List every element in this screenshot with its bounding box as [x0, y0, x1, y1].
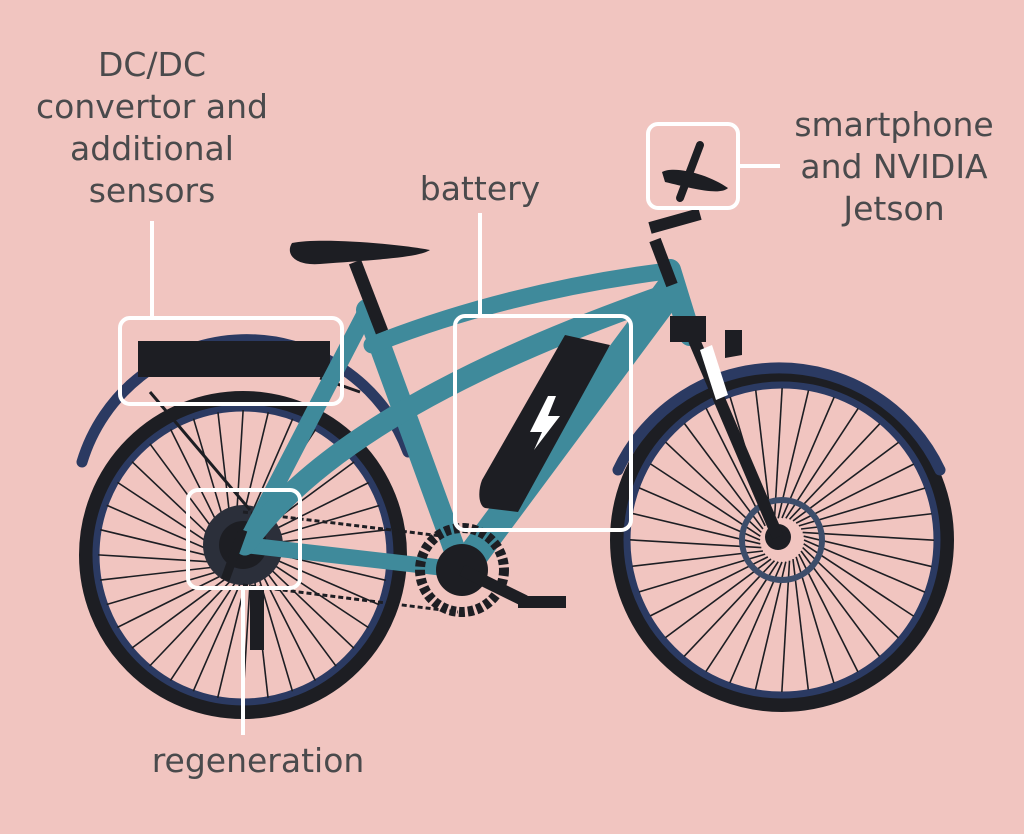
wheel-spoke [106, 504, 222, 556]
wheel-spoke [100, 528, 222, 560]
headset [670, 316, 706, 342]
lightning-bolt-icon [530, 396, 560, 450]
wheel-spoke [100, 565, 225, 581]
wheel-spoke [803, 539, 926, 593]
callouts [118, 122, 780, 735]
wheel-spoke [264, 554, 380, 606]
wheel-spoke [683, 560, 776, 657]
wheel-spoke [629, 539, 762, 549]
wheel-spoke [665, 441, 762, 534]
wheel-spoke [798, 553, 859, 673]
front-fender [612, 362, 946, 476]
wheel-spoke [795, 463, 915, 524]
wheel-spoke [649, 463, 761, 537]
wheel-spoke [802, 531, 935, 541]
saddle [289, 240, 430, 265]
front-wheel [610, 368, 954, 712]
stem-top [648, 208, 702, 234]
dcdc-label: DC/DC convertor and additional sensors [14, 44, 290, 212]
front-light [725, 330, 742, 358]
handlebar [662, 141, 728, 202]
phone-label-line-3: Jetson [843, 189, 945, 228]
wheel-spoke [792, 441, 900, 522]
dcdc-label-line-2: convertor and [36, 87, 268, 126]
wheel-spoke [664, 558, 772, 639]
rear-rack [138, 341, 361, 511]
fork-reflector [700, 345, 728, 400]
crankset [415, 523, 566, 617]
wheel-spoke [754, 390, 772, 522]
wheel-spoke [106, 568, 227, 606]
stem [649, 237, 678, 288]
wheel-spoke [649, 556, 769, 617]
wheel-spoke [795, 556, 835, 684]
wheel-spoke [97, 554, 223, 564]
wheel-spoke [792, 558, 810, 690]
dcdc-label-line-3: additional [70, 129, 234, 168]
wheel-spoke [117, 571, 230, 629]
battery-pack [479, 335, 610, 512]
wheel-spoke [785, 407, 859, 519]
wheel-spoke [754, 561, 787, 690]
battery-callout-box [453, 314, 633, 532]
wheel-spoke [705, 561, 779, 673]
wheel-spoke [683, 422, 764, 530]
bike-frame [234, 259, 701, 585]
dcdc-callout-box [118, 316, 344, 406]
wheel-spoke [802, 546, 899, 639]
wheel-spoke [263, 561, 355, 649]
regen-label: regeneration [128, 740, 388, 782]
wheel-spoke [777, 390, 810, 519]
regen-label-line-1: regeneration [151, 741, 365, 780]
wheel-spoke [800, 512, 932, 530]
wheel-spoke [773, 387, 783, 520]
wheel-spoke [705, 407, 766, 527]
wheel-spoke [169, 576, 240, 681]
rear-fender [76, 334, 414, 468]
wheel-spoke [632, 512, 761, 545]
battery-label: battery [400, 168, 560, 210]
wheel-spoke [192, 576, 244, 692]
wheel-spoke [632, 550, 764, 568]
wheel-spoke [149, 575, 237, 667]
wheel-spoke [781, 560, 791, 693]
phone-label-line-1: smartphone [794, 105, 994, 144]
wheel-spoke [261, 565, 337, 667]
wheel-spoke [729, 561, 783, 684]
dcdc-label-line-4: sensors [88, 171, 216, 210]
rear-derailleur [220, 528, 264, 650]
phone-label-line-2: and NVIDIA [800, 147, 988, 186]
wheel-spoke [638, 487, 761, 541]
battery-label-line-1: battery [419, 169, 541, 208]
wheel-spoke [638, 553, 766, 593]
wheel-spoke [803, 543, 915, 617]
wheel-spoke [788, 423, 881, 520]
wheel-spoke [803, 535, 932, 568]
phone-label: smartphone and NVIDIA Jetson [776, 104, 1012, 230]
seat-post [348, 259, 389, 335]
dcdc-label-line-1: DC/DC [97, 45, 207, 84]
wheel-spoke [800, 550, 881, 658]
wheel-spoke [798, 487, 926, 527]
wheel-spoke [781, 396, 835, 519]
